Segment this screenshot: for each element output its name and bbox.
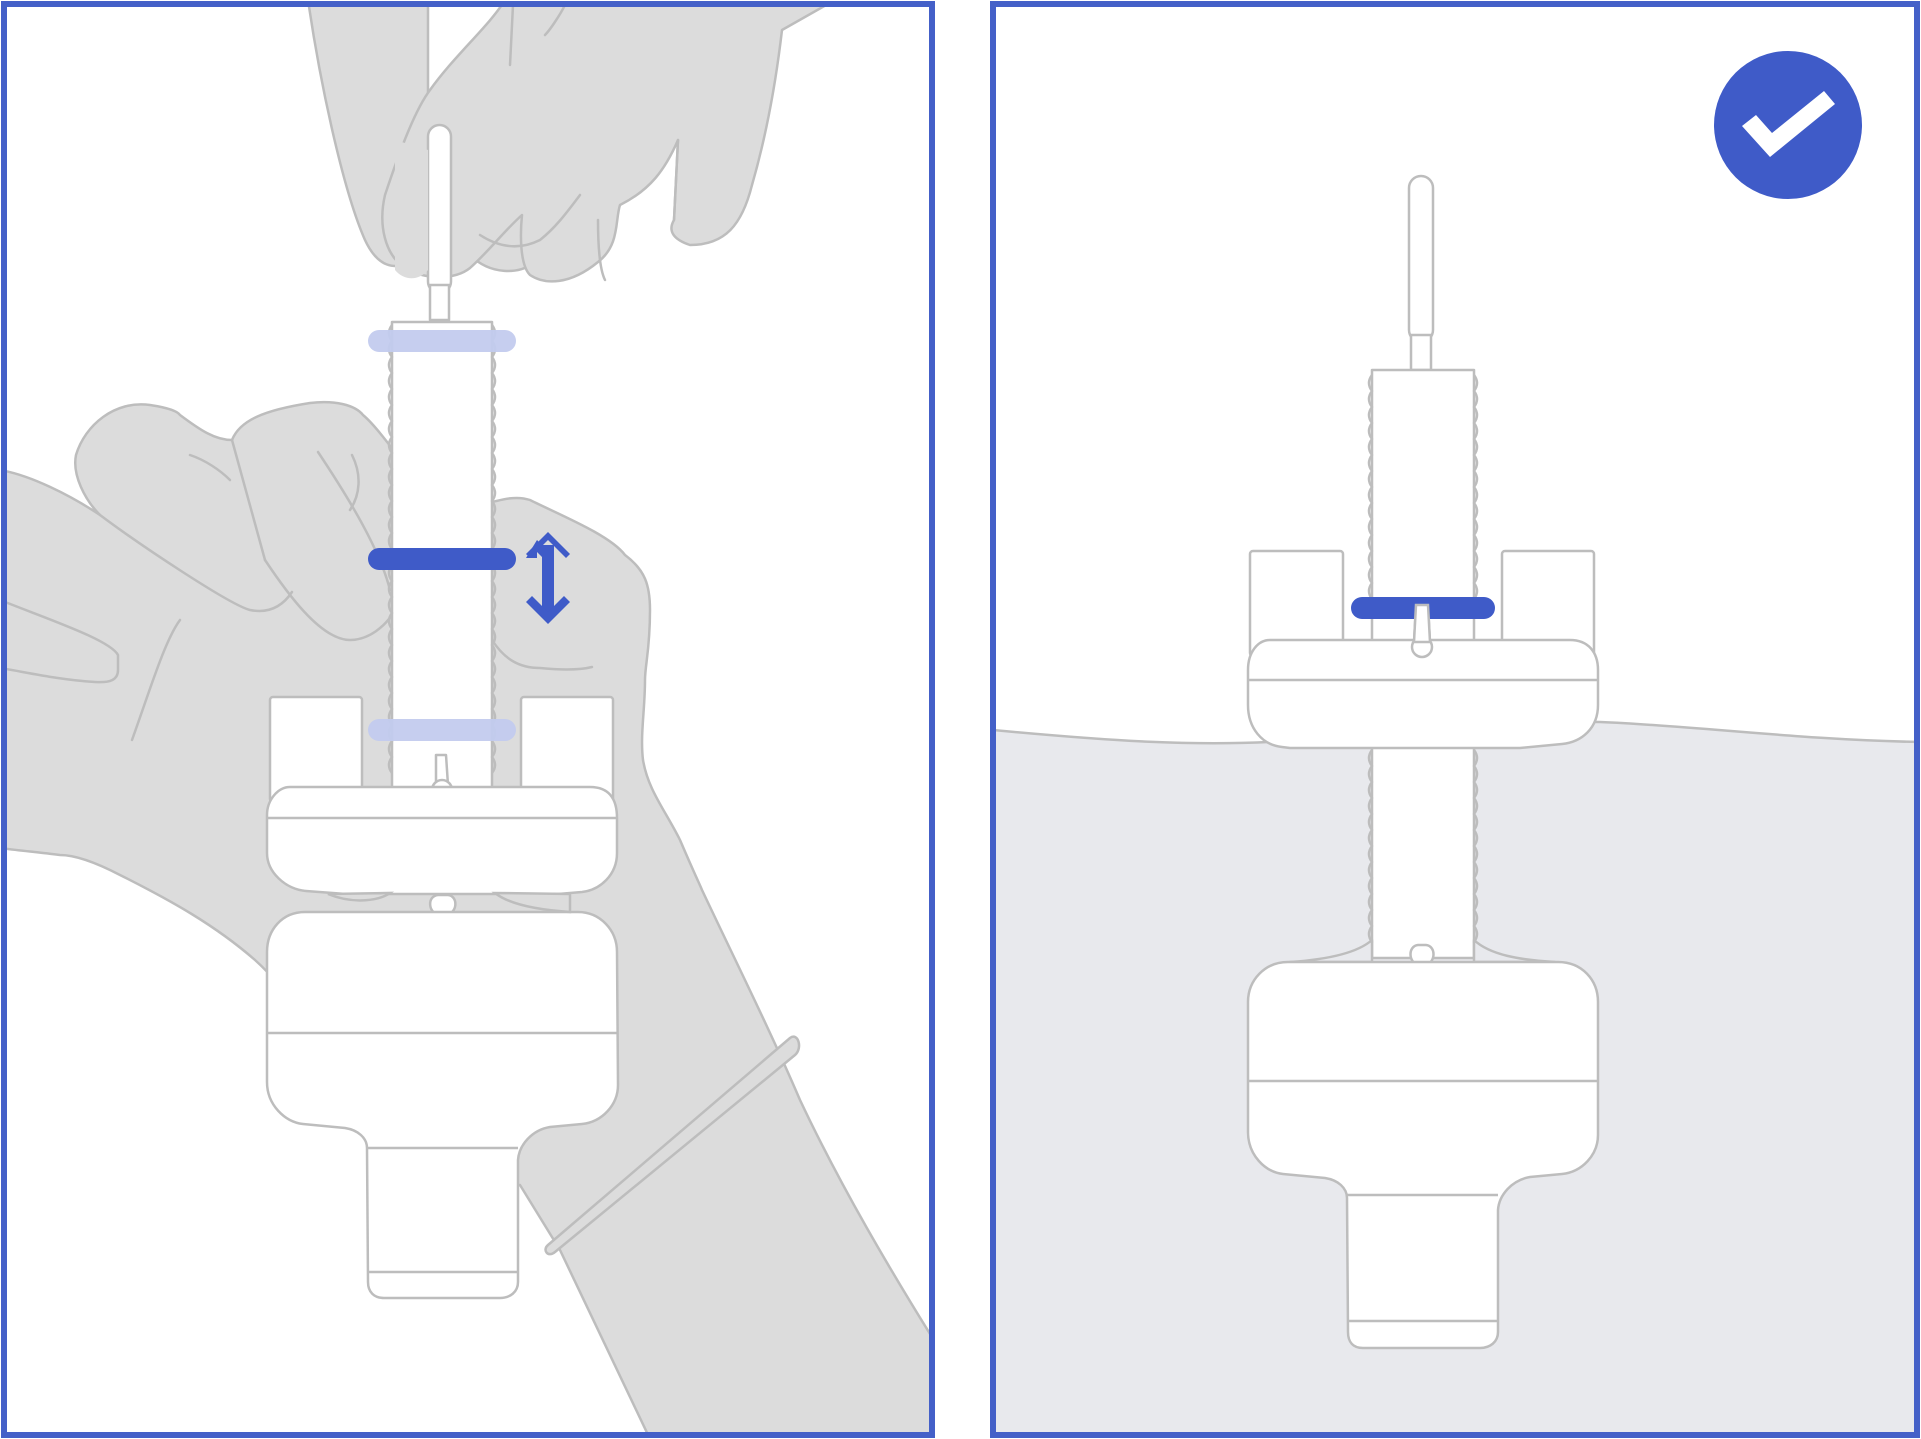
right-panel	[990, 1, 1920, 1438]
right-panel-frame	[990, 1, 1920, 1438]
position-markers	[368, 330, 516, 741]
checkmark-icon	[1714, 51, 1862, 199]
plunger	[387, 123, 497, 792]
finger-joint	[327, 891, 395, 902]
thumb-tip	[395, 140, 428, 279]
device	[265, 695, 620, 1300]
double-arrow-icon	[526, 532, 570, 624]
left-panel-frame	[1, 1, 935, 1438]
left-panel	[1, 1, 935, 1438]
sleeve-band	[544, 1035, 801, 1256]
plunger-tip-right	[1412, 603, 1432, 644]
finger-joint	[491, 891, 572, 914]
